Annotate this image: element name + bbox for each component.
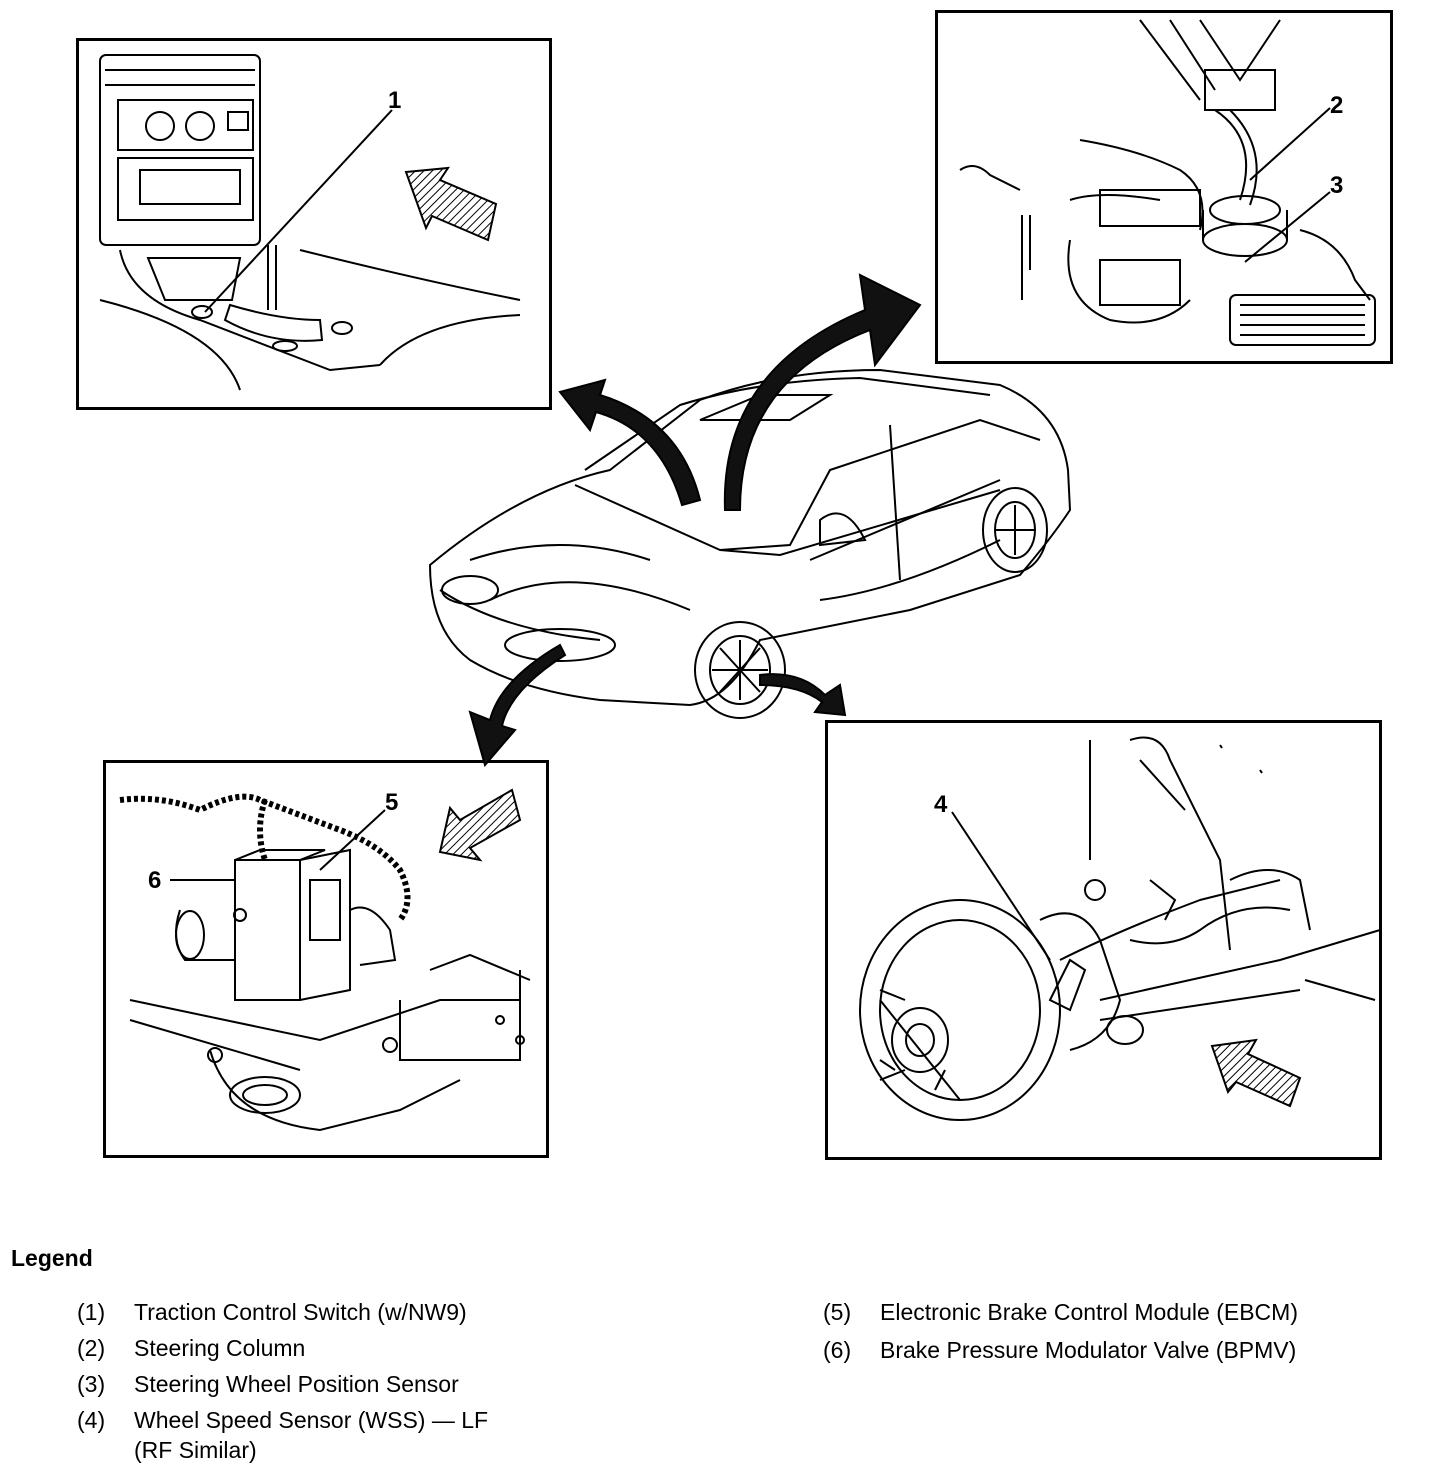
steering-column-illustration [959, 19, 1376, 346]
legend-item-number: (3) [77, 1371, 106, 1397]
legend-item-number: (4) [77, 1407, 106, 1433]
legend-title: Legend [11, 1245, 93, 1271]
legend-item-label: Steering Column [134, 1335, 306, 1361]
view-arrow-icon [404, 166, 498, 242]
legend-item-label: Electronic Brake Control Module (EBCM) [880, 1299, 1298, 1325]
callout-3: 3 [1330, 172, 1343, 199]
legend-item-number: (1) [77, 1299, 106, 1325]
leader-line-2 [1249, 107, 1331, 181]
console-illustration [99, 54, 521, 391]
view-arrow-icon [1210, 1038, 1302, 1108]
leader-line-1 [204, 109, 393, 313]
ebcm-bpmv-illustration [119, 793, 531, 1132]
legend-item-label: Traction Control Switch (w/NW9) [134, 1299, 467, 1325]
leader-line-4 [951, 811, 1051, 961]
pointer-arrow-to-ebcm [468, 643, 567, 768]
pointer-arrow-to-steering-column [723, 273, 922, 511]
callout-2: 2 [1330, 92, 1343, 119]
leader-line-5 [319, 809, 386, 871]
pointer-arrow-to-console [558, 378, 702, 507]
legend-item-label: Brake Pressure Modulator Valve (BPMV) [880, 1337, 1297, 1363]
callout-6: 6 [148, 867, 161, 894]
legend-item-label: Steering Wheel Position Sensor [134, 1371, 459, 1397]
wheel-hub-illustration [859, 736, 1381, 1121]
component-locator-diagram: 1 2 3 [99, 19, 1381, 1132]
legend-item-number: (2) [77, 1335, 106, 1361]
callout-5: 5 [385, 789, 398, 816]
legend-item-number: (6) [823, 1337, 852, 1363]
view-arrow-icon [438, 788, 522, 862]
legend-item-sublabel: (RF Similar) [134, 1437, 257, 1463]
callout-1: 1 [388, 87, 401, 114]
vehicle-illustration [428, 368, 1072, 719]
callout-4: 4 [934, 791, 948, 818]
leader-line-3 [1244, 191, 1331, 263]
legend-item-number: (5) [823, 1299, 852, 1325]
pointer-arrow-to-wheel [759, 673, 847, 717]
legend-item-label: Wheel Speed Sensor (WSS) — LF [134, 1407, 489, 1433]
